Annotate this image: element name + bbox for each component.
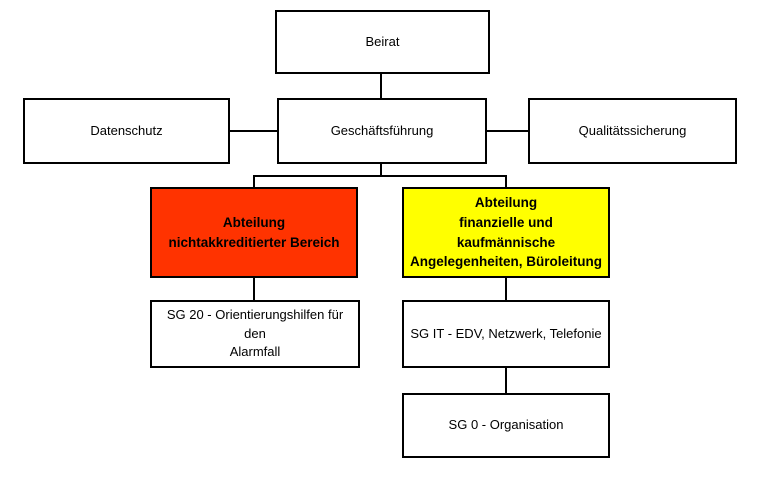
org-node-qualitaetssicherung-label: Qualitätssicherung	[578, 122, 687, 138]
org-node-sg20: SG 20 - Orientierungshilfen für den Alar…	[150, 300, 360, 368]
org-node-geschaeftsfuehrung: Geschäftsführung	[277, 98, 487, 164]
org-node-sg-it-label: SG IT - EDV, Netzwerk, Telefonie	[410, 325, 602, 341]
connector-branch-to-abteilung-nichtakkreditiert	[253, 175, 255, 187]
org-node-sg-it: SG IT - EDV, Netzwerk, Telefonie	[402, 300, 610, 368]
org-node-abteilung-finanzen: Abteilung finanzielle und kaufmännische …	[402, 187, 610, 278]
org-node-geschaeftsfuehrung-label: Geschäftsführung	[330, 122, 434, 138]
org-node-abteilung-nichtakkreditierter-bereich: Abteilung nichtakkreditierter Bereich	[150, 187, 358, 278]
org-node-sg0-label: SG 0 - Organisation	[448, 417, 564, 433]
connector-sg-it-to-sg0	[505, 368, 507, 393]
org-node-sg20-label: SG 20 - Orientierungshilfen für den Alar…	[166, 306, 344, 360]
connector-abteilung-finanzen-to-sg-it	[505, 278, 507, 300]
connector-datenschutz-to-geschaeftsfuehrung	[230, 130, 277, 132]
org-node-beirat: Beirat	[275, 10, 490, 74]
org-node-datenschutz: Datenschutz	[23, 98, 230, 164]
connector-abteilung-nichtakkreditiert-to-sg20	[253, 278, 255, 300]
connector-beirat-to-geschaeftsfuehrung	[380, 74, 382, 98]
org-node-beirat-label: Beirat	[365, 33, 400, 49]
connector-branch-to-abteilung-finanzen	[505, 175, 507, 187]
connector-branch-horizontal	[253, 175, 507, 177]
connector-geschaeftsfuehrung-to-qualitaetssicherung	[487, 130, 528, 132]
org-node-datenschutz-label: Datenschutz	[90, 122, 163, 138]
org-node-abteilung-nichtakkreditierter-bereich-label: Abteilung nichtakkreditierter Bereich	[168, 214, 340, 250]
connector-geschaeftsfuehrung-stem	[380, 164, 382, 177]
org-node-qualitaetssicherung: Qualitätssicherung	[528, 98, 737, 164]
org-node-abteilung-finanzen-label: Abteilung finanzielle und kaufmännische …	[410, 195, 603, 270]
org-node-sg0: SG 0 - Organisation	[402, 393, 610, 458]
